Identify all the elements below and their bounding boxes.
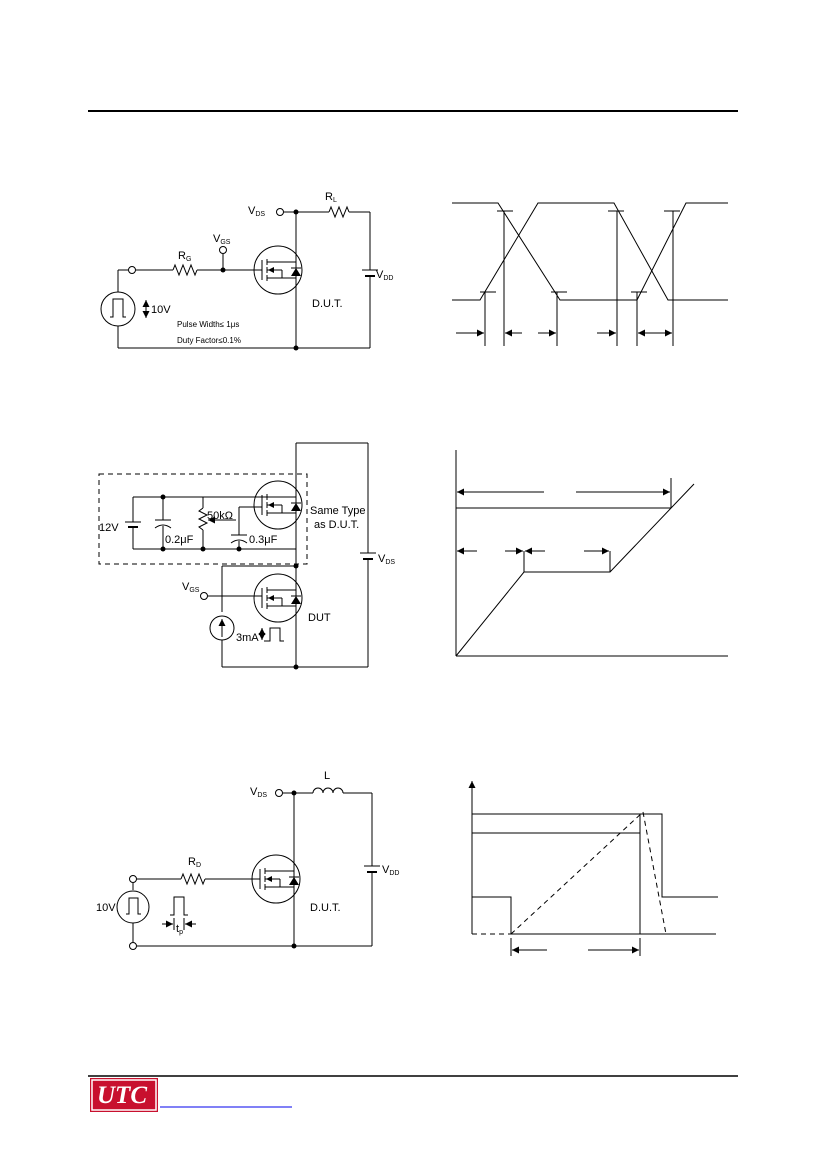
source-amplitude: 10V: [151, 304, 171, 316]
vgs-label-gc: VGS: [182, 581, 200, 594]
uis-test-circuit: VDS L VDD D.U.T.: [96, 770, 399, 950]
dut-label: D.U.T.: [312, 298, 343, 310]
switching-waveforms: [452, 202, 728, 346]
vgs-charge-curve: [455, 483, 695, 657]
vgs-label: VGS: [213, 233, 231, 246]
tp-pulse: [170, 896, 188, 916]
switching-test-circuit: VDS RL VDD: [100, 191, 393, 351]
c03-label: 0.3μF: [249, 534, 278, 546]
gate-charge-waveform: [455, 450, 728, 657]
vds-label: VDS: [248, 205, 265, 218]
vdd-label: VDD: [376, 269, 393, 282]
inductor: [312, 787, 344, 794]
pulse-source: [100, 291, 136, 327]
rg-label: RG: [178, 250, 191, 263]
current-regulator-box: [98, 473, 308, 565]
logo-text: UTC: [97, 1082, 147, 1109]
v12-label: 12V: [99, 522, 119, 534]
c02-label: 0.2μF: [165, 534, 194, 546]
reference-mosfet: [253, 480, 303, 530]
current-decay: [642, 811, 667, 935]
source-amplitude-uis: 10V: [96, 902, 116, 914]
vgs-waveform: [452, 202, 728, 301]
vgs-terminal-gc: [200, 592, 208, 600]
rg-resistor: [172, 263, 198, 277]
vds-terminal-uis: [275, 789, 283, 797]
vdd-label-uis: VDD: [382, 864, 399, 877]
vds-label-gc: VDS: [378, 553, 395, 566]
rd-label: RD: [188, 856, 201, 869]
dut-label-gc: DUT: [308, 612, 331, 624]
rd-resistor: [180, 872, 206, 886]
vds-terminal: [276, 208, 284, 216]
current-label: 3mA: [236, 632, 259, 644]
gate-charge-circuit: 12V 0.2μF 50kΩ 0.3μF: [98, 442, 395, 670]
current-ramp: [510, 811, 644, 935]
r50k-label: 50kΩ: [207, 510, 233, 522]
dut-label-uis: D.U.T.: [310, 902, 341, 914]
dut-mosfet-gc: [253, 573, 303, 623]
pulse-width-note: Pulse Width≤ 1μs: [177, 320, 239, 329]
same-type-label-2: as D.U.T.: [314, 519, 359, 531]
vds-label-uis: VDS: [250, 786, 267, 799]
vds-waveform: [452, 202, 728, 301]
uis-waveform: [468, 781, 718, 956]
input-terminal: [128, 266, 136, 274]
ground-terminal-uis: [129, 942, 137, 950]
same-type-label-1: Same Type: [310, 505, 365, 517]
duty-factor-note: Duty Factor≤0.1%: [177, 336, 241, 345]
potentiometer: [197, 507, 209, 531]
pulse-source-uis: [116, 890, 150, 924]
utc-logo: UTC: [90, 1078, 158, 1112]
tp-label: tp: [176, 923, 183, 936]
l-label: L: [324, 770, 330, 782]
vgs-terminal: [219, 246, 227, 254]
vds-uis-curve: [472, 896, 512, 934]
rl-label: RL: [325, 191, 337, 204]
rl-resistor: [328, 205, 350, 219]
input-terminal-uis: [129, 875, 137, 883]
